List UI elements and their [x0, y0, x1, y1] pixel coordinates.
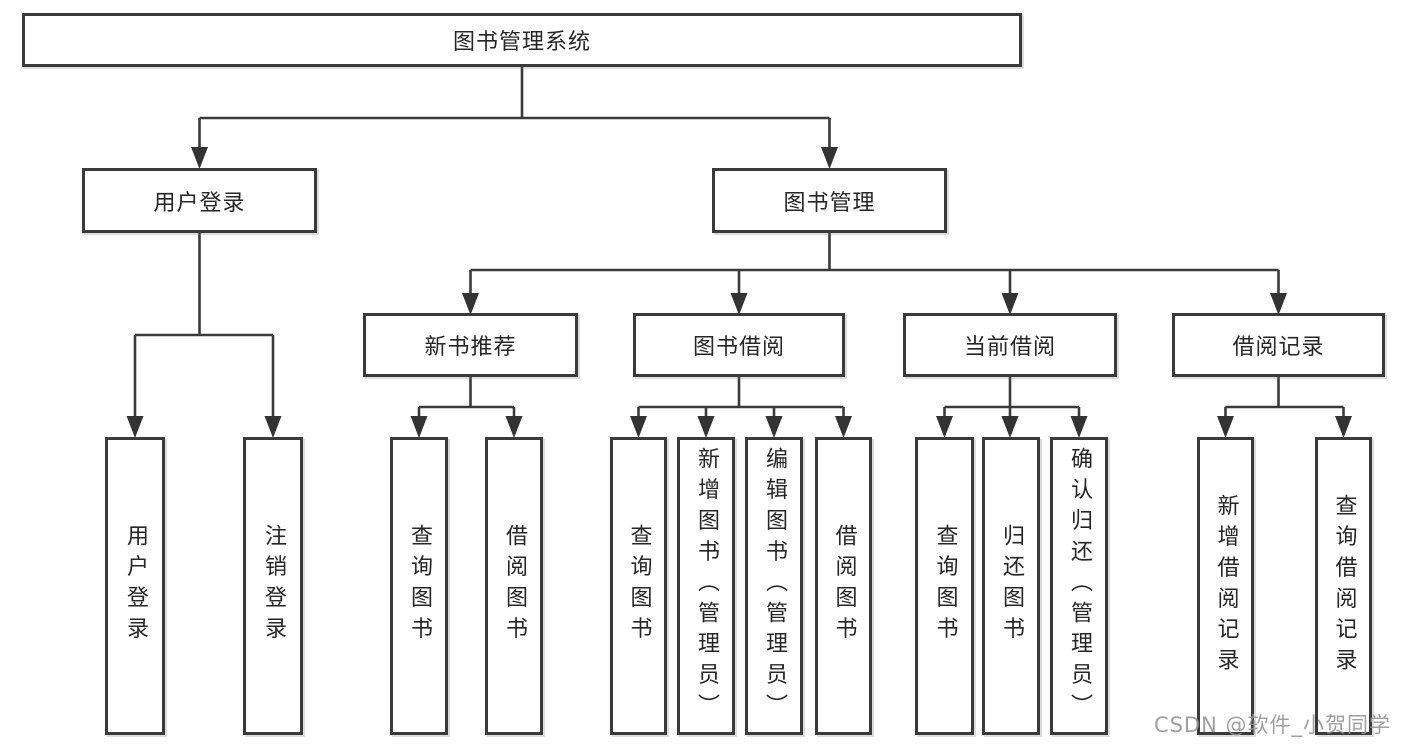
branch-recommend-to-leaves	[410, 377, 523, 438]
leaf-record-add-label: 新增借阅记录	[1213, 493, 1239, 679]
node-book-borrow: 图书借阅	[633, 313, 845, 377]
node-book-management-label: 图书管理	[783, 190, 876, 216]
node-new-book-recommend: 新书推荐	[363, 313, 578, 377]
leaf-current-query-book-label: 查询图书	[932, 524, 958, 648]
node-current-borrow: 当前借阅	[903, 313, 1117, 377]
node-root-label: 图书管理系统	[452, 30, 591, 55]
branch-current-to-leaves	[936, 377, 1088, 438]
node-current-borrow-label: 当前借阅	[963, 335, 1056, 360]
leaf-borrow-borrow-book: 借阅图书	[815, 437, 872, 735]
leaf-current-return-book: 归还图书	[982, 437, 1040, 735]
leaf-user-login-label: 用户登录	[123, 524, 148, 648]
leaf-record-query: 查询借阅记录	[1315, 437, 1372, 735]
leaf-current-confirm-return: 确认归还（管理员）	[1050, 437, 1108, 735]
node-book-borrow-label: 图书借阅	[692, 335, 785, 360]
leaf-record-query-label: 查询借阅记录	[1331, 493, 1357, 679]
leaf-borrow-add-book: 新增图书（管理员）	[677, 437, 735, 735]
node-user-login: 用户登录	[82, 168, 317, 233]
leaf-borrow-edit-book: 编辑图书（管理员）	[745, 437, 803, 735]
branch-root-to-level2	[191, 67, 838, 169]
leaf-borrow-borrow-book-label: 借阅图书	[831, 524, 857, 648]
node-new-book-recommend-label: 新书推荐	[424, 335, 517, 360]
leaf-borrow-add-book-label: 新增图书（管理员）	[694, 447, 719, 725]
node-book-management: 图书管理	[712, 168, 947, 233]
node-borrow-record: 借阅记录	[1172, 313, 1385, 377]
node-root: 图书管理系统	[22, 13, 1022, 67]
leaf-recommend-query-book: 查询图书	[390, 437, 448, 735]
leaf-current-confirm-return-label: 确认归还（管理员）	[1067, 447, 1092, 725]
leaf-current-query-book: 查询图书	[915, 437, 974, 735]
csdn-watermark: CSDN @软件_小贺同学	[1153, 713, 1391, 737]
branch-record-to-leaves	[1217, 377, 1352, 438]
leaf-logout-label: 注销登录	[261, 524, 286, 648]
branch-book-management-to-level3	[462, 233, 1287, 315]
leaf-recommend-borrow-book-label: 借阅图书	[502, 524, 527, 648]
leaf-recommend-borrow-book: 借阅图书	[485, 437, 543, 735]
node-user-login-label: 用户登录	[153, 190, 246, 216]
node-borrow-record-label: 借阅记录	[1232, 335, 1325, 360]
leaf-user-login: 用户登录	[105, 437, 165, 735]
leaf-borrow-query-book-label: 查询图书	[626, 524, 652, 648]
branch-user-login-to-leaves	[126, 233, 282, 438]
branch-borrow-to-leaves	[630, 377, 852, 438]
leaf-current-return-book-label: 归还图书	[999, 524, 1024, 648]
leaf-borrow-query-book: 查询图书	[610, 437, 667, 735]
leaf-record-add: 新增借阅记录	[1197, 437, 1254, 735]
leaf-logout: 注销登录	[243, 437, 303, 735]
leaf-recommend-query-book-label: 查询图书	[407, 524, 432, 648]
leaf-borrow-edit-book-label: 编辑图书（管理员）	[762, 447, 787, 725]
